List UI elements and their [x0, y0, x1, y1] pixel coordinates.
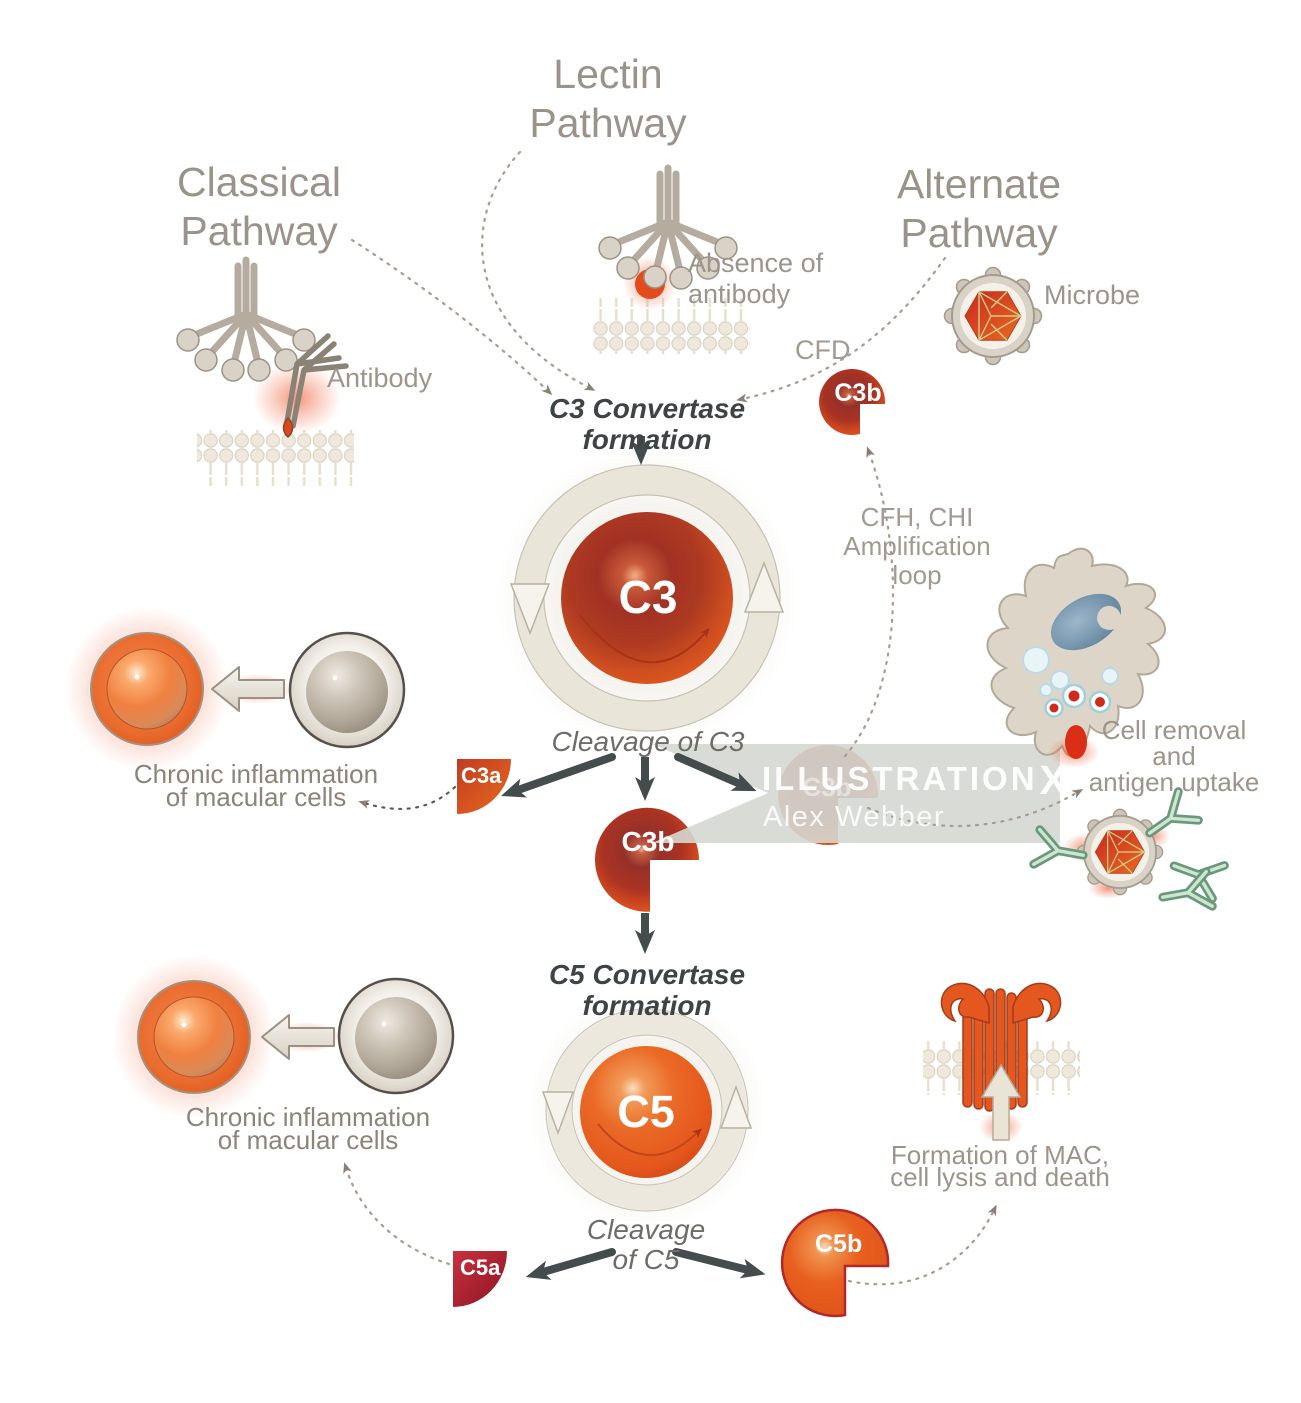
c3-label: C3 [618, 571, 678, 623]
c5b-fragment-icon [780, 1208, 890, 1318]
microbe-label: Microbe [1044, 280, 1141, 310]
mac-pore-icon [923, 982, 1080, 1143]
chronic-inflammation-label-1: Chronic inflammation of macular cells [133, 759, 379, 812]
c3b-label: C3b [621, 826, 675, 857]
cleavage-c5-to-c5b-arrow [672, 1248, 766, 1279]
inflammation-row-1 [64, 606, 406, 772]
cleavage-c5-to-c5a-arrow [525, 1248, 616, 1280]
alternate-to-convertase-arrow [736, 256, 947, 403]
microbe-icon [943, 266, 1043, 366]
c3-convertase-label: C3 Convertase formation [548, 393, 746, 455]
lectin-to-convertase-arrow [481, 150, 596, 391]
microbe-icon [1076, 808, 1164, 896]
membrane-icon [197, 430, 354, 486]
lectin-pathway-icon [592, 168, 750, 354]
cleavage-c3-label: Cleavage of C3 [551, 726, 745, 757]
amplification-loop-arrow [843, 446, 895, 758]
c3a-label: C3a [461, 763, 502, 788]
chronic-inflammation-label-2: Chronic inflammation of macular cells [185, 1102, 431, 1155]
cell-removal-label: Cell removal and antigen uptake [1088, 715, 1260, 797]
classical-to-convertase-arrow [350, 238, 553, 396]
c5-sphere-icon [580, 1046, 712, 1178]
mac-formation-label: Formation of MAC, cell lysis and death [890, 1140, 1110, 1192]
lysis-arrow-icon [980, 1063, 1022, 1141]
membrane-icon [592, 298, 750, 354]
c5-label: C5 [617, 1086, 675, 1137]
inflammation-row-2 [111, 954, 455, 1120]
cycle-arrowhead-icon [719, 1084, 753, 1129]
c5a-label: C5a [460, 1255, 501, 1280]
normal-cell-icon [337, 977, 455, 1095]
c5-cycle-icon [527, 990, 767, 1230]
c5b-to-mac-arrow [847, 1204, 997, 1286]
engulfed-cell-icon [1065, 725, 1087, 759]
cycle-arrowhead-icon [509, 583, 551, 636]
c3-cycle-icon [495, 446, 799, 750]
c3a-to-inflammation-arrow [358, 785, 457, 811]
c5a-fragment-icon [453, 1251, 507, 1307]
antigen-icon [282, 416, 294, 438]
c5-convertase-label: C5 Convertase formation [548, 959, 746, 1021]
c1-complex-icon [177, 260, 315, 381]
antibody-icon [284, 333, 349, 429]
watermark-brand: ILLUSTRATIONX [762, 757, 1070, 803]
c3b-right-label: C3b [802, 772, 852, 802]
lectin-pathway-title: Lectin Pathway [529, 51, 687, 146]
macrophage-icon [986, 547, 1166, 768]
normal-cell-icon [288, 631, 406, 749]
classical-pathway-icon [177, 260, 354, 486]
pathway-flow-curves [350, 150, 947, 403]
c3b-fragment-top-icon [819, 368, 886, 435]
cfd-label: CFD [795, 335, 851, 365]
c5a-to-inflammation-arrow [343, 1162, 451, 1266]
c3b-fragment-icon [595, 807, 700, 912]
watermark-author: Alex Webber [763, 801, 945, 833]
amplification-loop-label: CFH, CHI Amplification loop [843, 502, 991, 590]
inflamed-cell-icon [64, 606, 230, 772]
cleavage-c5-label: Cleavage of C5 [586, 1214, 706, 1275]
absence-of-antibody-label: Absence of antibody [688, 248, 824, 309]
c3a-fragment-icon [457, 759, 511, 814]
cycle-arrowhead-icon [743, 560, 785, 613]
classical-pathway-title: Classical Pathway [176, 159, 342, 254]
cleavage-c3-to-c3b-right-arrow [674, 753, 757, 792]
cycle-arrowhead-icon [541, 1091, 575, 1136]
cleavage-c3-to-c3a-arrow [501, 753, 616, 798]
watermark-x-icon: X [1039, 757, 1070, 803]
watermark-banner [652, 744, 1060, 843]
alternate-pathway-title: Alternate Pathway [896, 161, 1062, 256]
antibody-label: Antibody [327, 363, 433, 393]
c3b-top-label: C3b [834, 379, 882, 407]
inflamed-cell-icon [111, 954, 277, 1120]
opsonized-microbe-icon [1034, 792, 1225, 915]
c5b-label: C5b [815, 1230, 863, 1258]
